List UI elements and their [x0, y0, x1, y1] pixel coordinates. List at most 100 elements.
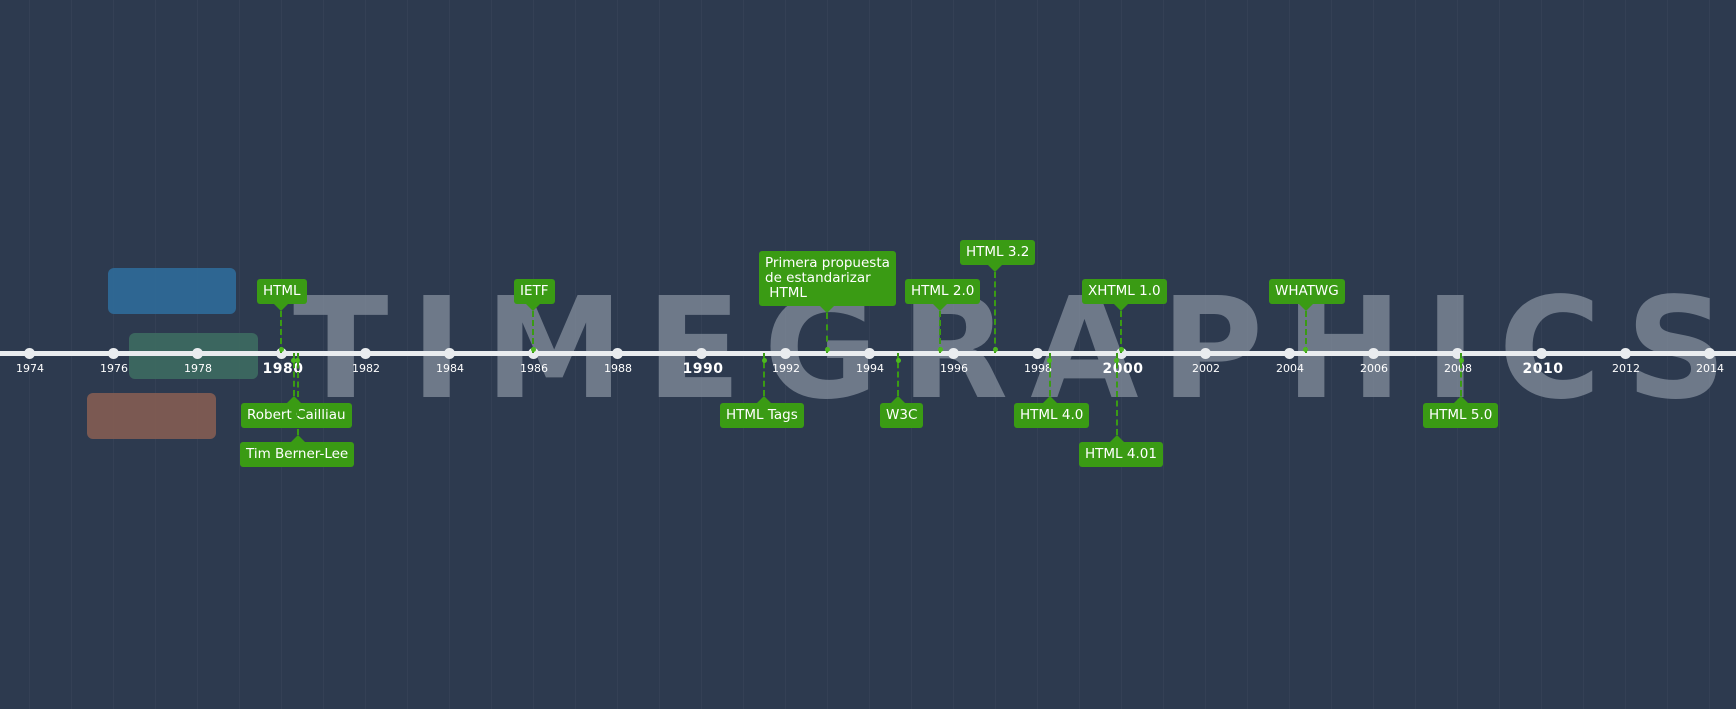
event-dot [992, 347, 998, 352]
tick-dot [863, 348, 875, 359]
event-dot [530, 347, 536, 352]
tick-label: 1998 [1024, 362, 1052, 375]
tick-dot [1283, 348, 1295, 359]
event-connector [1048, 353, 1051, 396]
event-connector [826, 313, 828, 353]
event-dot [295, 358, 301, 363]
tick-label: 2008 [1444, 362, 1472, 375]
tick-label: 2010 [1522, 361, 1564, 377]
event-connector [994, 272, 996, 353]
event-label[interactable]: Tim Berner-Lee [240, 442, 355, 467]
tick-label: 2006 [1360, 362, 1388, 375]
event-connector [1460, 353, 1463, 396]
event-label[interactable]: Robert Cailliau [241, 403, 352, 428]
event-pointer [526, 304, 540, 311]
event-label[interactable]: HTML 4.01 [1079, 442, 1163, 467]
tick-label: 1992 [772, 362, 800, 375]
event-pointer [933, 304, 948, 311]
tick-label: 1990 [682, 361, 724, 377]
event-connector [532, 311, 534, 353]
tick-dot [1535, 348, 1547, 359]
tick-dot [443, 348, 455, 359]
event-label[interactable]: HTML 4.0 [1014, 403, 1090, 428]
event-label[interactable]: HTML 3.2 [960, 240, 1036, 265]
tick-dot [947, 348, 959, 359]
tick-label: 2014 [1696, 362, 1724, 375]
event-pointer [290, 435, 305, 442]
timegraphics-watermark: TIMEGRAPHICS [293, 268, 1736, 431]
event-connector [292, 353, 295, 396]
event-dot [824, 347, 830, 352]
event-dot [937, 347, 943, 352]
tick-label: 2000 [1102, 361, 1144, 377]
event-label[interactable]: W3C [880, 403, 924, 428]
tick-dot [275, 348, 287, 359]
event-dot [291, 358, 297, 363]
event-pointer [286, 396, 301, 403]
tick-label: 1994 [856, 362, 884, 375]
event-dot [1458, 358, 1464, 363]
tick-dot [611, 348, 623, 359]
event-connector [280, 311, 282, 353]
event-dot [1118, 347, 1124, 352]
legend-blob [87, 393, 216, 439]
tick-dot [107, 348, 119, 359]
tick-dot [1199, 348, 1211, 359]
event-pointer [757, 396, 771, 403]
event-label[interactable]: HTML Tags [720, 403, 804, 428]
event-pointer [1298, 304, 1313, 311]
tick-label: 1976 [100, 362, 128, 375]
tick-dot [1031, 348, 1043, 359]
tick-dot [1451, 348, 1463, 359]
event-label[interactable]: WHATWG [1269, 279, 1345, 304]
event-pointer [1042, 396, 1057, 403]
event-label[interactable]: HTML [257, 279, 307, 304]
tick-dot [527, 348, 539, 359]
tick-label: 1984 [436, 362, 464, 375]
tick-dot [695, 348, 707, 359]
tick-dot [359, 348, 371, 359]
legend-blob [108, 268, 236, 314]
tick-label: 1988 [604, 362, 632, 375]
event-dot [1114, 358, 1120, 363]
tick-label: 1982 [352, 362, 380, 375]
event-dot [1303, 347, 1309, 352]
event-label[interactable]: HTML 2.0 [905, 279, 981, 304]
tick-label: 2012 [1612, 362, 1640, 375]
tick-dot [1367, 348, 1379, 359]
event-label[interactable]: Primera propuesta de estandarizar HTML [759, 251, 896, 306]
event-dot [1047, 358, 1053, 363]
event-connector [296, 353, 299, 435]
event-connector [1120, 311, 1122, 353]
event-pointer [1454, 396, 1469, 403]
event-connector [1115, 353, 1118, 435]
event-connector [763, 353, 765, 396]
event-pointer [820, 306, 834, 313]
event-pointer [274, 304, 288, 311]
event-pointer [891, 396, 906, 403]
tick-dot [191, 348, 203, 359]
tick-label: 1978 [184, 362, 212, 375]
tick-dot [1703, 348, 1715, 359]
event-label[interactable]: IETF [514, 279, 555, 304]
event-pointer [1109, 435, 1124, 442]
tick-label: 2002 [1192, 362, 1220, 375]
tick-label: 1974 [16, 362, 44, 375]
event-dot [895, 358, 901, 363]
event-label[interactable]: XHTML 1.0 [1082, 279, 1167, 304]
tick-label: 1986 [520, 362, 548, 375]
tick-dot [1115, 348, 1127, 359]
event-label[interactable]: HTML 5.0 [1423, 403, 1499, 428]
tick-dot [779, 348, 791, 359]
tick-dot [23, 348, 35, 359]
event-pointer [988, 265, 1002, 272]
event-dot [761, 358, 767, 363]
event-connector [1304, 311, 1307, 353]
event-connector [939, 311, 942, 353]
tick-label: 1996 [940, 362, 968, 375]
event-connector [897, 353, 900, 396]
tick-label: 2004 [1276, 362, 1304, 375]
tick-dot [1619, 348, 1631, 359]
event-pointer [1114, 304, 1128, 311]
